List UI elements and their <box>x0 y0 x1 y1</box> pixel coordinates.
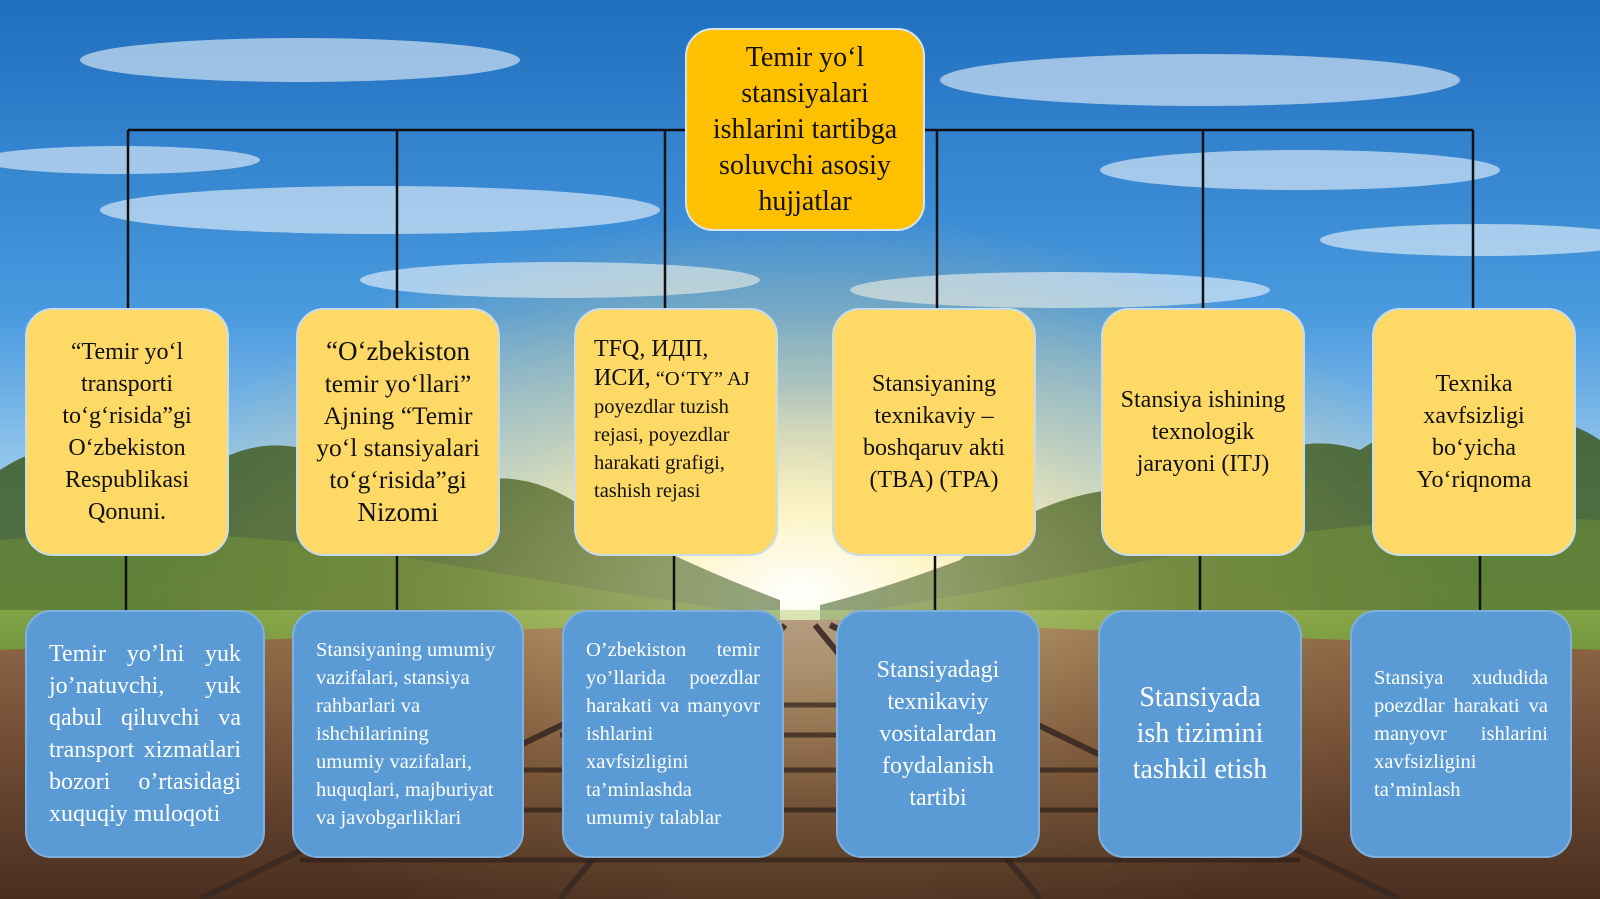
description-node-5: Stansiyada ish tizimini tashkil etish <box>1098 610 1302 858</box>
document-line: Stansiyaning <box>872 371 996 397</box>
description-node-4: Stansiyadagi texnikaviy vositalardan foy… <box>836 610 1040 858</box>
document-line: (TPA) <box>939 467 999 493</box>
document-node-technological-process-text: Stansiya ishining texnologik jarayoni (I… <box>1120 387 1286 477</box>
document-line: texnikaviy – <box>874 403 994 429</box>
root-node-text: Temir yo‘l stansiyalari ishlarini tartib… <box>712 41 898 217</box>
document-line: temir yo‘llari” <box>324 369 472 398</box>
document-rest: AJ poyezdlar tuzish rejasi, poyezdlar ha… <box>594 368 750 502</box>
description-node-6-text: Stansiya xududida poezdlar harakati va m… <box>1374 667 1548 801</box>
description-node-3: O’zbekiston temir yo’llarida poezdlar ha… <box>562 610 784 858</box>
description-node-1-text: Temir yo’lni yuk jo’natuvchi, yuk qabul … <box>49 641 241 827</box>
document-line: stansiyalari <box>363 433 480 462</box>
document-line: Nizomi <box>357 497 439 527</box>
document-line: (TBA) <box>869 467 934 493</box>
document-tag: “O‘TY” <box>655 368 723 390</box>
document-line: “O‘zbekiston <box>326 336 470 366</box>
document-node-train-plans: TFQ, ИДП, ИСИ, “O‘TY” AJ poyezdlar tuzis… <box>574 308 778 556</box>
document-line: Ajning <box>323 401 395 430</box>
document-line: “Temir yo‘l <box>316 401 473 462</box>
description-node-5-text: Stansiyada ish tizimini tashkil etish <box>1132 682 1268 785</box>
document-line: to‘g‘risida”gi <box>329 465 467 494</box>
document-node-law-text: “Temir yo‘l transporti to‘g‘risida”gi O‘… <box>62 339 192 525</box>
description-node-2-text: Stansiyaning umumiy vazifalari, stansiya… <box>316 639 496 829</box>
document-node-technical-act-text: Stansiyaning texnikaviy – boshqaruv akti… <box>848 368 1020 496</box>
document-line: boshqaruv akti <box>863 435 1005 461</box>
document-node-regulation: “O‘zbekiston temir yo‘llari” Ajning “Tem… <box>296 308 500 556</box>
document-node-technical-act: Stansiyaning texnikaviy – boshqaruv akti… <box>832 308 1036 556</box>
document-node-technological-process: Stansiya ishining texnologik jarayoni (I… <box>1101 308 1305 556</box>
description-node-6: Stansiya xududida poezdlar harakati va m… <box>1350 610 1572 858</box>
description-node-4-text: Stansiyadagi texnikaviy vositalardan foy… <box>876 657 1000 811</box>
document-node-train-plans-text: TFQ, ИДП, ИСИ, “O‘TY” AJ poyezdlar tuzis… <box>594 335 762 505</box>
description-node-2: Stansiyaning umumiy vazifalari, stansiya… <box>292 610 524 858</box>
root-node: Temir yo‘l stansiyalari ishlarini tartib… <box>685 28 925 231</box>
document-node-law: “Temir yo‘l transporti to‘g‘risida”gi O‘… <box>25 308 229 556</box>
document-lead: TFQ, ИДП, ИСИ, <box>594 336 709 391</box>
document-node-safety-instruction-text: Texnika xavfsizligi bo‘yicha Yo‘riqnoma <box>1416 371 1532 493</box>
description-node-3-text: O’zbekiston temir yo’llarida poezdlar ha… <box>586 639 760 829</box>
description-node-1: Temir yo’lni yuk jo’natuvchi, yuk qabul … <box>25 610 265 858</box>
document-node-safety-instruction: Texnika xavfsizligi bo‘yicha Yo‘riqnoma <box>1372 308 1576 556</box>
document-node-regulation-text: “O‘zbekiston temir yo‘llari” Ajning “Tem… <box>312 335 484 529</box>
